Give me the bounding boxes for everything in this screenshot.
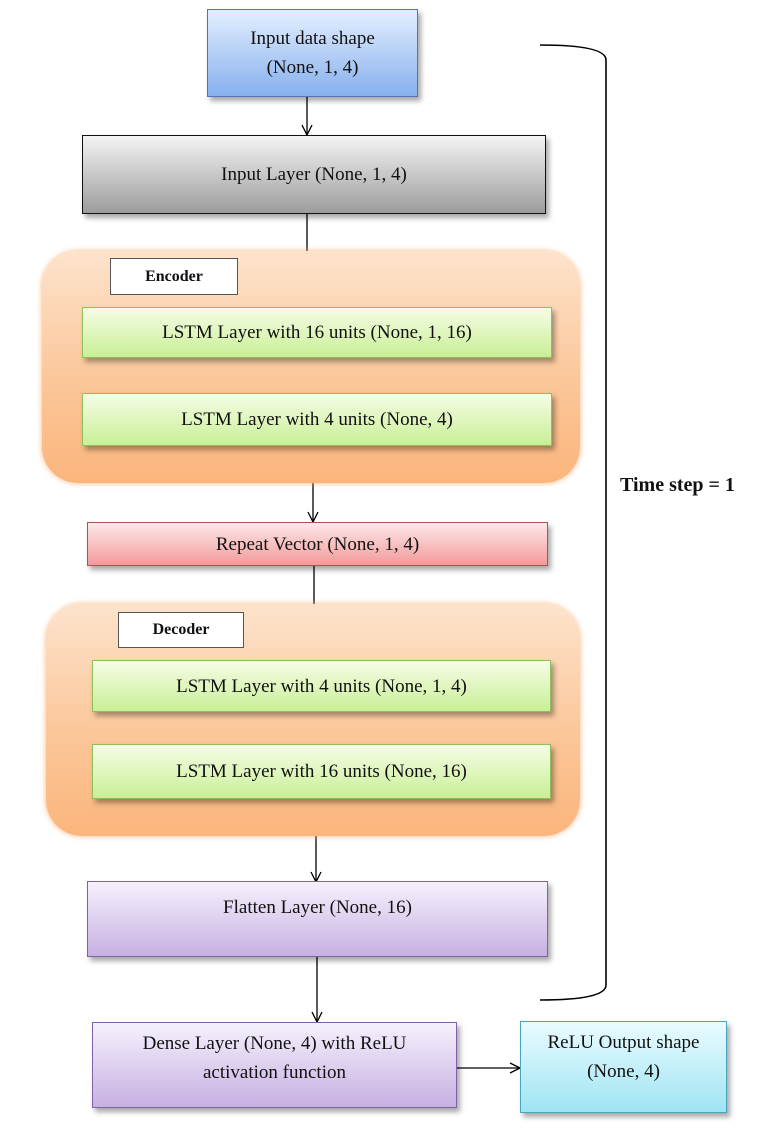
input-shape-title: Input data shape <box>250 28 375 49</box>
encoder-lstm-16-label: LSTM Layer with 16 units (None, 1, 16) <box>162 322 472 343</box>
output-shape-dims: (None, 4) <box>587 1061 660 1082</box>
dense-layer-line2: activation function <box>203 1062 346 1083</box>
encoder-lstm-4-label: LSTM Layer with 4 units (None, 4) <box>181 409 453 430</box>
time-step-bracket <box>539 44 607 1001</box>
decoder-lstm-4-box: LSTM Layer with 4 units (None, 1, 4) <box>92 660 551 712</box>
repeat-vector-label: Repeat Vector (None, 1, 4) <box>215 533 420 555</box>
decoder-lstm-16-label: LSTM Layer with 16 units (None, 16) <box>176 761 467 782</box>
encoder-lstm-4-box: LSTM Layer with 4 units (None, 4) <box>82 393 552 446</box>
decoder-tag: Decoder <box>118 612 244 648</box>
decoder-lstm-16-box: LSTM Layer with 16 units (None, 16) <box>92 744 551 799</box>
flatten-layer-box: Flatten Layer (None, 16) <box>87 881 548 957</box>
dense-layer-line1: Dense Layer (None, 4) with ReLU <box>142 1033 407 1054</box>
input-shape-dims: (None, 1, 4) <box>266 57 359 78</box>
repeat-vector-box: Repeat Vector (None, 1, 4) <box>87 522 548 566</box>
time-step-label: Time step = 1 <box>620 474 735 496</box>
input-layer-box: Input Layer (None, 1, 4) <box>82 135 546 214</box>
dense-layer-box: Dense Layer (None, 4) with ReLU activati… <box>92 1022 457 1108</box>
output-shape-box: ReLU Output shape (None, 4) <box>520 1021 727 1113</box>
output-shape-title: ReLU Output shape <box>547 1032 700 1053</box>
decoder-lstm-4-label: LSTM Layer with 4 units (None, 1, 4) <box>176 675 467 697</box>
encoder-tag: Encoder <box>110 258 238 295</box>
input-layer-label: Input Layer (None, 1, 4) <box>221 164 407 185</box>
flatten-layer-label: Flatten Layer (None, 16) <box>223 897 412 918</box>
encoder-lstm-16-box: LSTM Layer with 16 units (None, 1, 16) <box>82 307 552 358</box>
input-shape-box: Input data shape (None, 1, 4) <box>207 9 418 97</box>
